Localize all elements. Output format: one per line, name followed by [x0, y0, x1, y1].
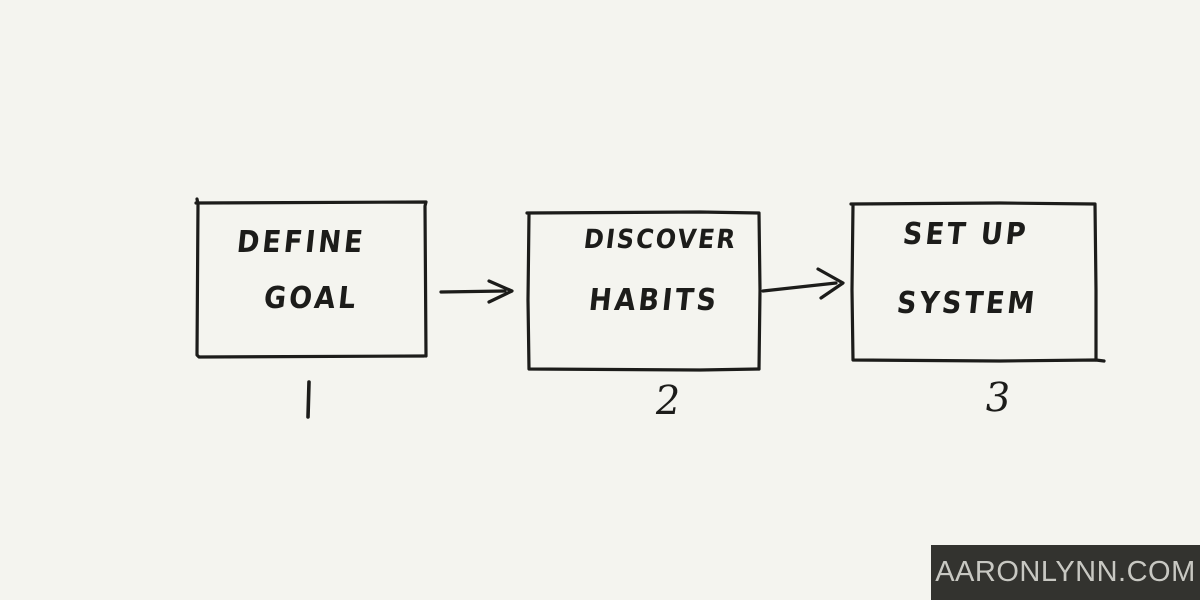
- step-3-line-1: SET UP: [901, 217, 1031, 252]
- step-number-1-stroke: [306, 380, 311, 419]
- step-3-line-2: SYSTEM: [895, 286, 1040, 321]
- step-box-1-outline: [194, 197, 428, 359]
- step-2-line-1: DISCOVER: [582, 223, 739, 255]
- watermark-text: AARONLYNN.COM: [935, 556, 1196, 588]
- step-1-line-2: GOAL: [262, 281, 361, 316]
- step-box-3-outline: [849, 201, 1106, 363]
- step-1-line-1: DEFINE: [235, 225, 368, 260]
- step-box-2-outline: [525, 210, 762, 372]
- connector-arrow-2: [761, 267, 845, 300]
- step-2-line-2: HABITS: [587, 283, 721, 318]
- connector-arrow-1: [439, 279, 514, 304]
- watermark-bar: AARONLYNN.COM: [931, 545, 1200, 600]
